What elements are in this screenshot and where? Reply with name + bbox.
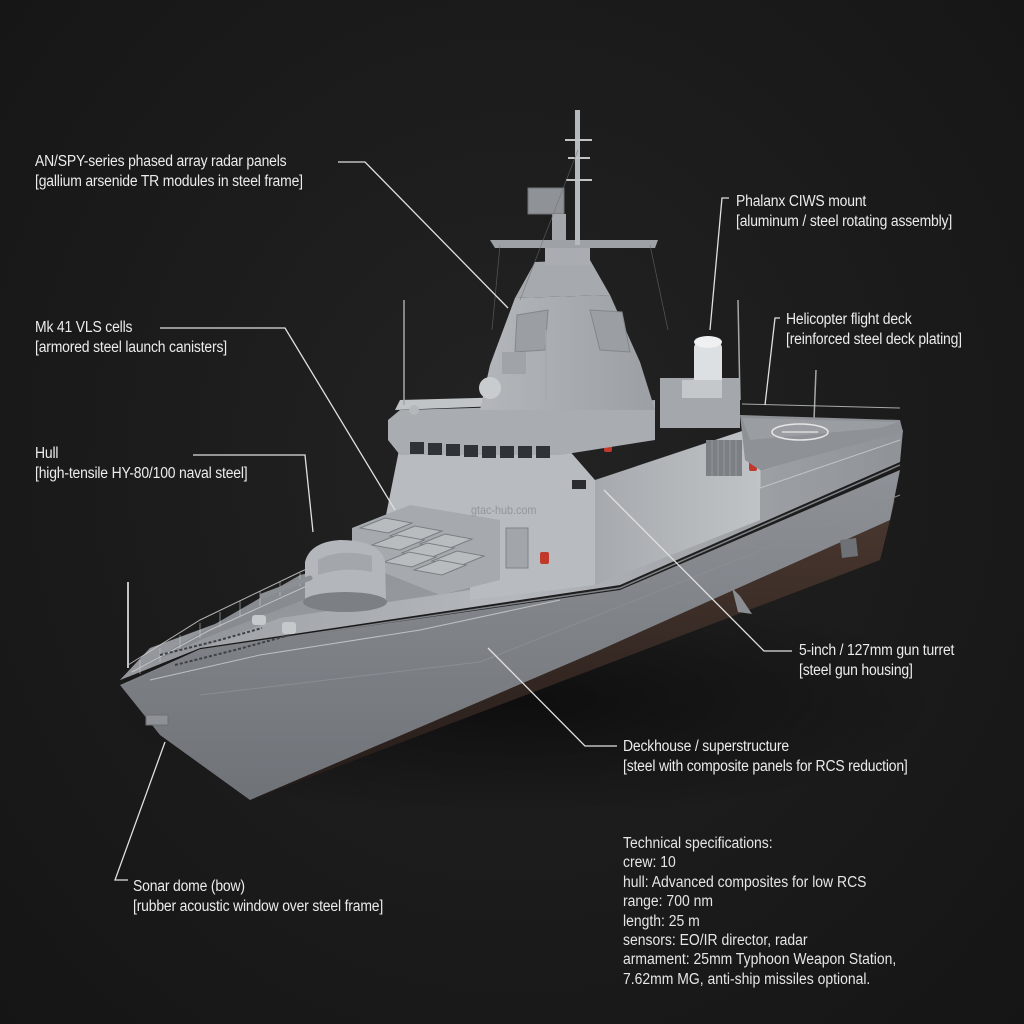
- callout-title: Deckhouse / superstructure: [623, 738, 789, 755]
- callout-gun: 5-inch / 127mm gun turret [steel gun hou…: [799, 641, 954, 681]
- callout-title: Helicopter flight deck: [786, 311, 912, 328]
- callout-ciws: Phalanx CIWS mount [aluminum / steel rot…: [736, 192, 952, 232]
- callout-material: [steel gun housing]: [799, 662, 913, 679]
- leader-line-ciws: [709, 197, 729, 331]
- callout-helideck: Helicopter flight deck [reinforced steel…: [786, 310, 962, 350]
- callout-title: Sonar dome (bow): [133, 878, 245, 895]
- leader-line-gun: [603, 489, 792, 652]
- leader-line-hull: [193, 454, 314, 533]
- leader-line-radar: [338, 161, 509, 309]
- callout-title: Mk 41 VLS cells: [35, 319, 133, 336]
- spec-sensors: sensors: EO/IR director, radar: [623, 932, 808, 950]
- callout-material: [high-tensile HY-80/100 naval steel]: [35, 465, 248, 482]
- callout-material: [armored steel launch canisters]: [35, 339, 227, 356]
- technical-specifications: Technical specifications: crew: 10 hull:…: [623, 834, 896, 989]
- callout-deckhouse: Deckhouse / superstructure [steel with c…: [623, 737, 908, 777]
- callout-radar: AN/SPY-series phased array radar panels …: [35, 152, 303, 192]
- callout-sonar: Sonar dome (bow) [rubber acoustic window…: [133, 877, 383, 917]
- watermark: gtac-hub.com: [471, 503, 537, 517]
- callout-title: AN/SPY-series phased array radar panels: [35, 153, 287, 170]
- leader-line-deckhouse: [487, 647, 617, 747]
- callout-title: 5-inch / 127mm gun turret: [799, 642, 955, 659]
- callout-material: [steel with composite panels for RCS red…: [623, 758, 908, 775]
- spec-length: length: 25 m: [623, 912, 700, 930]
- callout-material: [aluminum / steel rotating assembly]: [736, 213, 953, 230]
- spec-crew: crew: 10: [623, 854, 676, 872]
- callout-vls: Mk 41 VLS cells [armored steel launch ca…: [35, 318, 227, 358]
- spec-armament-cont: 7.62mm MG, anti-ship missiles optional.: [623, 970, 871, 988]
- callout-title: Phalanx CIWS mount: [736, 193, 867, 210]
- spec-range: range: 700 nm: [623, 893, 713, 911]
- leader-line-helideck: [764, 317, 780, 406]
- callout-hull: Hull [high-tensile HY-80/100 naval steel…: [35, 444, 248, 484]
- spec-hull: hull: Advanced composites for low RCS: [623, 873, 867, 891]
- leader-line-sonar: [114, 741, 166, 881]
- callout-material: [reinforced steel deck plating]: [786, 331, 962, 348]
- spec-armament: armament: 25mm Typhoon Weapon Station,: [623, 951, 897, 969]
- callout-material: [rubber acoustic window over steel frame…: [133, 898, 384, 915]
- callout-material: [gallium arsenide TR modules in steel fr…: [35, 173, 303, 190]
- callout-title: Hull: [35, 445, 59, 462]
- specs-heading: Technical specifications:: [623, 835, 773, 852]
- leader-line-vls: [160, 327, 396, 511]
